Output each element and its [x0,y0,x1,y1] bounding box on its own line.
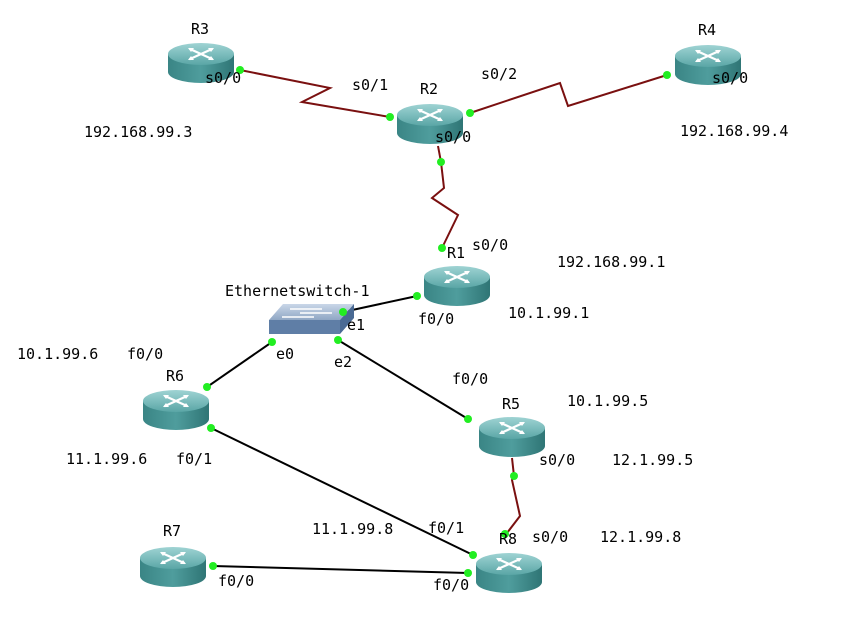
ethernet-links [206,295,474,574]
router-R7[interactable] [138,545,208,589]
router-label-R7: R7 [163,522,182,540]
router-R1[interactable] [422,264,492,308]
ip-label-r4: 192.168.99.4 [680,122,789,140]
ip-label-r6-eth: 10.1.99.6 [17,345,99,363]
port-dot-r7-f00 [209,562,217,570]
router-R5[interactable] [477,415,547,459]
port-dot-r8-f01 [469,551,477,559]
ip-label-r1-eth: 10.1.99.1 [508,304,590,322]
ip-label-r6-f01: 11.1.99.6 [66,450,148,468]
port-dots [203,66,671,577]
router-label-R6: R6 [166,367,185,385]
ethernet-switch[interactable] [269,304,354,334]
port-dot-sw-e0 [268,338,276,346]
router-label-R8: R8 [499,530,518,548]
switch-label: Ethernetswitch-1 [225,282,370,300]
iface-label-r2-s01: s0/1 [352,76,389,94]
port-dot-r1-s00 [438,244,446,252]
iface-label-r6-f01: f0/1 [176,450,213,468]
port-dot-r2-s00 [437,158,445,166]
port-dot-r5-f00 [464,415,472,423]
iface-label-r7-f00: f0/0 [218,572,255,590]
iface-label-sw-e0: e0 [276,345,295,363]
iface-label-r8-f00: f0/0 [433,576,470,594]
link-r7-r8 [212,565,469,574]
port-dot-r5-s00 [510,472,518,480]
link-r2-r1 [430,145,460,249]
router-R8[interactable] [474,551,544,595]
iface-label-r5-f00: f0/0 [452,370,489,388]
link-r3-r2 [239,69,391,118]
iface-label-r5-s00: s0/0 [539,451,576,469]
iface-label-r6-f00: f0/0 [127,345,164,363]
router-R6[interactable] [141,388,211,432]
iface-label-r1-f00: f0/0 [418,310,455,328]
port-dot-r8-s00 [501,530,509,538]
ip-label-r3: 192.168.99.3 [84,123,193,141]
iface-label-r8-s00: s0/0 [532,528,569,546]
ip-label-r8-serial: 12.1.99.8 [600,528,682,546]
router-label-R4: R4 [698,21,717,39]
link-sw-r5 [337,339,469,420]
iface-label-r4-s00: s0/0 [712,69,749,87]
port-dot-r2-s02 [466,109,474,117]
port-dot-sw-e1 [339,308,347,316]
ip-label-r5-serial: 12.1.99.5 [612,451,694,469]
iface-label-r1-s00: s0/0 [472,236,509,254]
iface-label-sw-e2: e2 [334,353,353,371]
ip-label-r5-eth: 10.1.99.5 [567,392,649,410]
port-dot-r3-s00 [236,66,244,74]
iface-label-r2-s00: s0/0 [435,128,472,146]
link-sw-r6 [206,341,273,388]
iface-label-r3-s00: s0/0 [205,69,242,87]
link-r5-r8 [506,457,522,534]
ip-label-r1-serial: 192.168.99.1 [557,253,666,271]
router-label-R1: R1 [447,244,466,262]
port-dot-r2-s01 [386,113,394,121]
link-sw-r1 [342,295,418,313]
iface-label-r2-s02: s0/2 [481,65,518,83]
port-dot-r1-f00 [413,292,421,300]
link-r2-r4 [469,74,668,114]
port-dot-r6-f01 [207,424,215,432]
iface-label-r8-f01: f0/1 [428,519,465,537]
link-r6-r8 [210,427,474,556]
port-dot-r4-s00 [663,71,671,79]
router-label-R2: R2 [420,80,439,98]
port-dot-r8-f00 [464,569,472,577]
router-label-R3: R3 [191,20,210,38]
iface-label-sw-e1: e1 [347,316,366,334]
port-dot-sw-e2 [334,336,342,344]
port-dot-r6-f00 [203,383,211,391]
router-label-R5: R5 [502,395,521,413]
ip-label-r8-f01: 11.1.99.8 [312,520,394,538]
